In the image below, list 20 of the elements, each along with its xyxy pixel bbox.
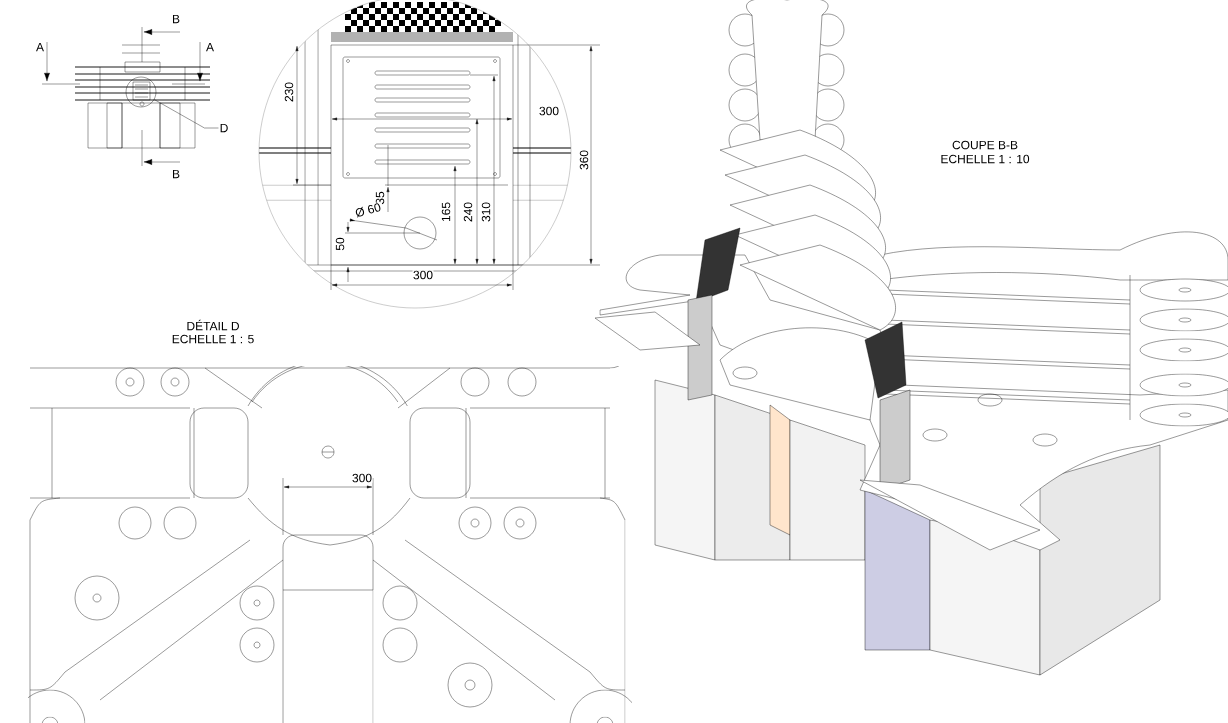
dimension-text: 50 [335, 236, 345, 252]
view-title: ECHELLE 1 : 10 [941, 154, 1030, 164]
leader-line [154, 99, 219, 129]
view-title: DÉTAIL D [187, 319, 239, 331]
dimension-text: 300 [538, 106, 560, 116]
dimension-text: 240 [463, 201, 473, 223]
view-title: ECHELLE 1 : 5 [172, 334, 254, 344]
dimension-text: 360 [579, 149, 589, 171]
view-title: COUPE B-B [952, 140, 1018, 150]
dimension-text: 230 [284, 81, 294, 103]
detail-circle [125, 76, 157, 108]
dimension-text: 165 [441, 201, 451, 223]
section-letter: A [206, 42, 214, 52]
section-letter: A [36, 42, 44, 52]
section-letter: B [173, 14, 180, 24]
dimension-text: 300 [351, 473, 373, 483]
section-letter: B [173, 169, 180, 179]
callout-letter: D [220, 123, 228, 133]
dimension-text: 310 [481, 201, 491, 223]
dimension-text: 300 [412, 270, 434, 280]
